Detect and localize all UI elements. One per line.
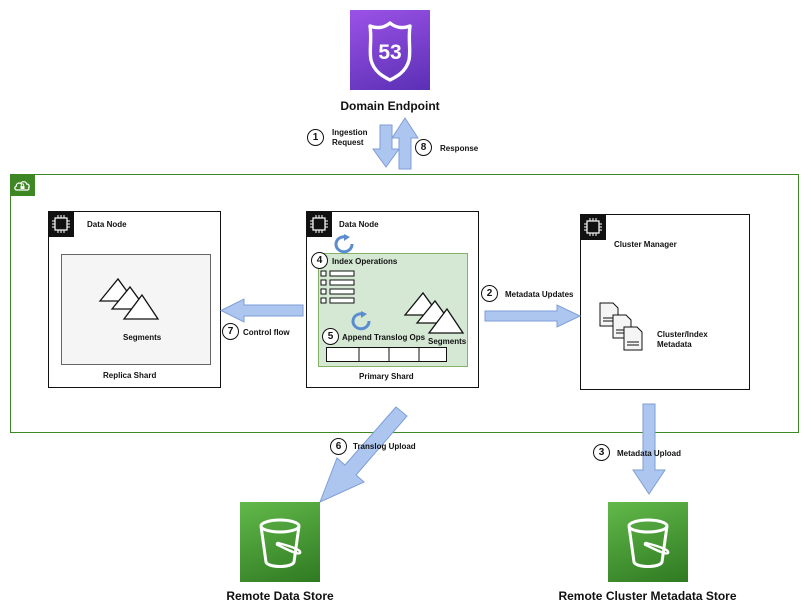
arrow-metadata-upload [632,403,666,495]
arrow-response [391,117,419,170]
translog-table [326,347,448,368]
step-8-marker: 8 [415,139,432,156]
step-7-marker: 7 [222,323,239,340]
cluster-manager-node [580,214,750,390]
step-4-marker: 4 [311,252,328,269]
index-operations-label: Index Operations [332,257,398,266]
arrow-control-flow [219,298,304,323]
translog-cycle-icon [350,311,374,338]
step-3-label: Metadata Upload [617,449,682,458]
step-3-marker: 3 [593,444,610,461]
index-cycle-icon [333,234,357,261]
remote-metadata-store-label: Remote Cluster Metadata Store [558,589,737,603]
step-1-label-line2: Request [332,138,364,147]
cluster-metadata-line2: Metadata [657,340,692,349]
step-2-label: Metadata Updates [505,290,574,299]
cluster-manager-title: Cluster Manager [614,240,677,249]
replica-segments-icon [98,275,162,326]
route53-shield-icon: 53 [368,21,412,82]
arrow-translog-upload [319,406,408,503]
primary-segments-label: Segments [428,337,467,346]
cluster-metadata-line1: Cluster/Index [657,330,708,339]
cloud-lock-icon [10,174,35,196]
primary-shard-label: Primary Shard [359,372,414,381]
append-translog-label: Append Translog Ops [342,333,426,342]
step-2-marker: 2 [481,285,498,302]
vpc-group-border [10,174,799,433]
step-1-label-line1: Ingestion [332,128,368,137]
primary-chip-icon [306,211,332,237]
replica-chip-icon [48,211,74,237]
bucket-icon [259,518,302,568]
step-6-marker: 6 [330,438,347,455]
replica-node-title: Data Node [87,220,127,229]
remote-metadata-store-icon [608,502,688,582]
domain-endpoint-label: Domain Endpoint [340,99,440,113]
remote-data-store-icon [240,502,320,582]
primary-segments-icon [403,289,467,340]
bucket-icon [627,518,670,568]
metadata-documents-icon [599,302,651,359]
step-5-marker: 5 [322,328,339,345]
route53-icon: 53 [350,10,430,90]
step-1-marker: 1 [307,129,324,146]
arrow-ingestion-request [372,124,400,168]
primary-node-title: Data Node [339,220,379,229]
replica-shard-label: Replica Shard [103,371,157,380]
cluster-chip-icon [580,214,606,240]
route53-number: 53 [378,41,401,64]
arrow-metadata-updates [484,304,582,328]
step-8-label: Response [440,144,479,153]
replica-segments-label: Segments [123,333,162,342]
step-6-label: Translog Upload [353,442,416,451]
step-7-label: Control flow [243,328,290,337]
index-list-icon [320,270,358,313]
remote-data-store-label: Remote Data Store [226,589,334,603]
